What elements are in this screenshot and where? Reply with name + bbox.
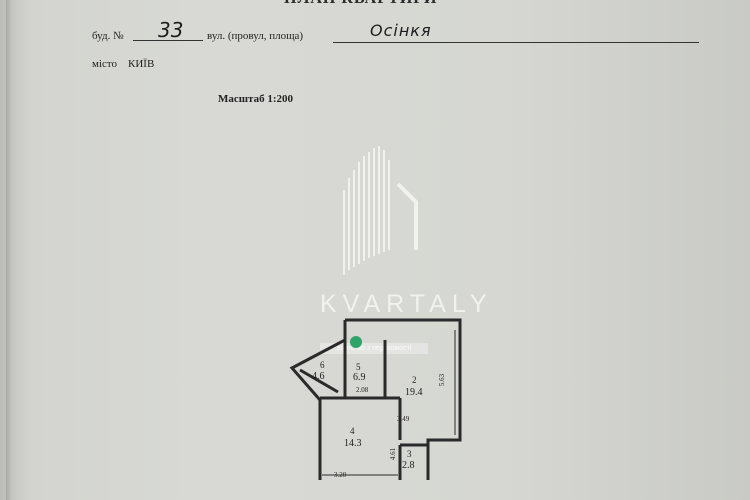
building-number-underline xyxy=(133,40,203,41)
sheet-edge xyxy=(6,0,12,500)
dimension-5-63: 5.63 xyxy=(438,373,447,387)
room-4-area: 14.3 xyxy=(344,438,362,449)
dimension-3-20: 3.20 xyxy=(334,471,347,479)
room-6-number: 6 xyxy=(320,360,325,370)
room-2-area: 19.4 xyxy=(405,387,423,398)
street-underline xyxy=(333,42,699,43)
street-label: вул. (провул, площа) xyxy=(207,30,304,42)
room-6-area: 4.6 xyxy=(312,371,325,382)
watermark-logo xyxy=(343,146,418,275)
room-3-number: 3 xyxy=(407,449,412,459)
document-title: ПЛАН КВАРТИРИ xyxy=(284,0,438,8)
room-5-area: 6.9 xyxy=(353,372,366,383)
watermark-name: KVARTALY xyxy=(320,290,493,318)
location-marker-icon xyxy=(350,336,362,348)
room-5-number: 5 xyxy=(356,362,361,372)
dimension-3-49: 3.49 xyxy=(397,415,410,423)
building-number-value: 33 xyxy=(158,18,184,42)
dimension-2-08: 2.08 xyxy=(356,386,369,394)
street-value: Осінкя xyxy=(370,21,432,40)
dimension-4-61: 4.61 xyxy=(389,447,398,461)
city-label: місто xyxy=(92,58,118,70)
room-4-number: 4 xyxy=(350,426,355,436)
room-2-number: 2 xyxy=(412,375,417,385)
room-3-area: 2.8 xyxy=(402,460,415,471)
building-number-label: буд. № xyxy=(92,30,124,42)
scale-label: Масштаб 1:200 xyxy=(218,93,294,105)
watermark-subtitle: агенство з нерухомості xyxy=(320,343,428,354)
city-value: КИЇВ xyxy=(128,58,155,70)
